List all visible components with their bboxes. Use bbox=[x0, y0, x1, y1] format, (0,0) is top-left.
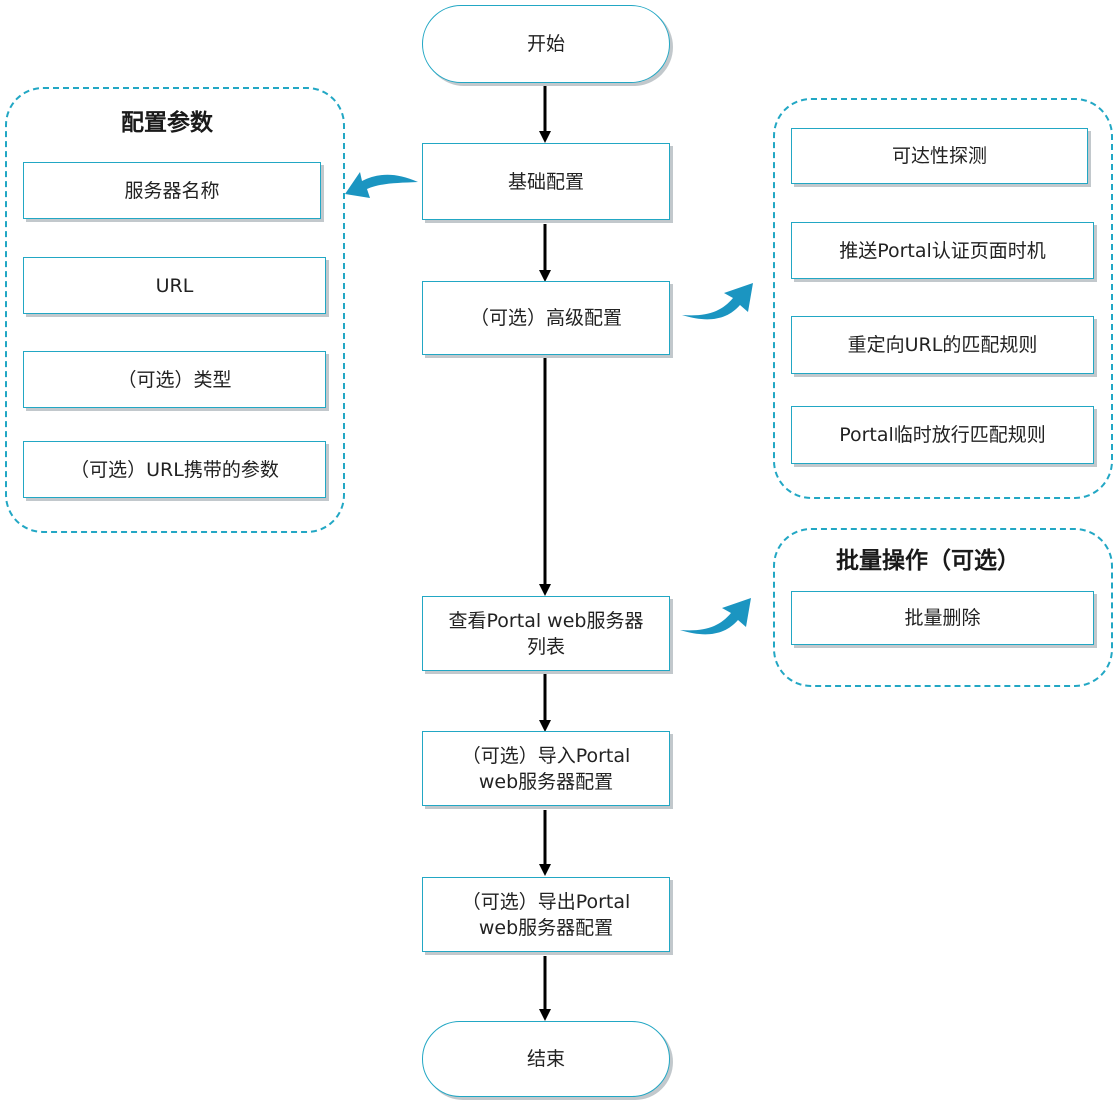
curved-arrow-to-batch-ops bbox=[680, 598, 751, 635]
params-item-label: 服务器名称 bbox=[124, 179, 220, 202]
advanced-config-label: （可选）高级配置 bbox=[469, 307, 622, 329]
advanced-item-label: 可达性探测 bbox=[891, 145, 987, 167]
params-item-label: （可选）URL携带的参数 bbox=[70, 458, 279, 481]
params-item-url-params: （可选）URL携带的参数 bbox=[23, 441, 326, 498]
params-item-label: （可选）类型 bbox=[117, 368, 232, 391]
curved-arrow-to-params bbox=[345, 172, 418, 198]
basic-config-label: 基础配置 bbox=[507, 170, 584, 193]
export-config-label-line1: （可选）导出Portal bbox=[461, 890, 631, 913]
export-config-label-line2: web服务器配置 bbox=[478, 916, 614, 939]
advanced-item-label: Portal临时放行匹配规则 bbox=[839, 424, 1046, 446]
start-label: 开始 bbox=[526, 33, 565, 55]
advanced-item-label: 重定向URL的匹配规则 bbox=[847, 334, 1038, 356]
advanced-item-push-timing: 推送Portal认证页面时机 bbox=[791, 222, 1094, 279]
end-label: 结束 bbox=[526, 1048, 565, 1070]
view-list-label-line2: 列表 bbox=[526, 635, 565, 658]
params-item-url: URL bbox=[23, 257, 326, 314]
params-group bbox=[5, 87, 345, 533]
advanced-item-label: 推送Portal认证页面时机 bbox=[839, 239, 1046, 262]
params-item-label: URL bbox=[155, 274, 194, 297]
advanced-item-reachability: 可达性探测 bbox=[791, 128, 1088, 184]
params-item-type: （可选）类型 bbox=[23, 351, 326, 408]
import-config-label-line1: （可选）导入Portal bbox=[461, 744, 631, 767]
batch-ops-group-title: 批量操作（可选） bbox=[836, 548, 1020, 574]
batch-ops-group bbox=[773, 528, 1113, 687]
start-node: 开始 bbox=[422, 5, 670, 83]
advanced-item-temp-release-rules: Portal临时放行匹配规则 bbox=[791, 406, 1094, 464]
batch-item-delete: 批量删除 bbox=[791, 591, 1094, 645]
batch-item-label: 批量删除 bbox=[904, 607, 981, 629]
params-item-server-name: 服务器名称 bbox=[23, 162, 321, 219]
advanced-item-redirect-rules: 重定向URL的匹配规则 bbox=[791, 316, 1094, 374]
import-config-node: （可选）导入Portal web服务器配置 bbox=[422, 731, 670, 806]
basic-config-node: 基础配置 bbox=[422, 143, 670, 220]
import-config-label-line2: web服务器配置 bbox=[478, 770, 614, 793]
curved-arrow-to-advanced-options bbox=[682, 283, 753, 320]
params-group-title: 配置参数 bbox=[121, 110, 213, 136]
view-list-label-line1: 查看Portal web服务器 bbox=[448, 609, 644, 632]
export-config-node: （可选）导出Portal web服务器配置 bbox=[422, 877, 670, 952]
advanced-config-node: （可选）高级配置 bbox=[422, 281, 670, 355]
advanced-options-group bbox=[773, 98, 1113, 499]
end-node: 结束 bbox=[422, 1021, 670, 1097]
view-list-node: 查看Portal web服务器 列表 bbox=[422, 596, 670, 671]
